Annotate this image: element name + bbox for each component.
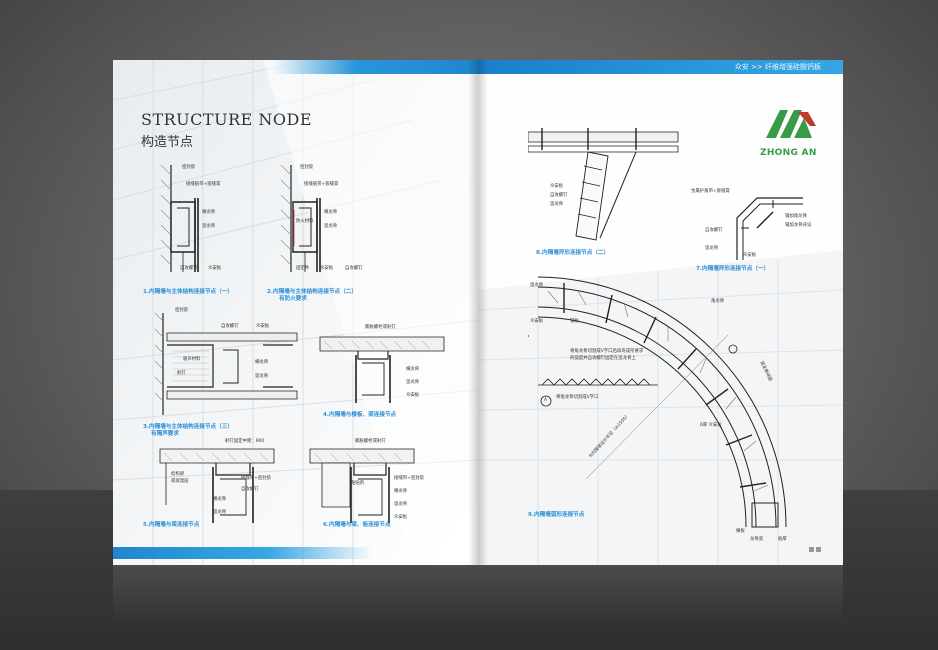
bottom-accent-band xyxy=(113,547,373,559)
diagram-9-drawing xyxy=(528,265,803,540)
diagram-5-drawing xyxy=(158,445,278,525)
diagram-6-label: 竖龙骨 xyxy=(394,502,408,507)
diagram-5-label: 射钉固定中距：900 xyxy=(225,439,265,444)
diagram-9-label: 众安板 xyxy=(530,319,544,324)
diagram-6-caption: 6.内隔墙与梁、板连接节点 xyxy=(323,522,391,528)
diagram-3-caption: 3.内隔墙与主体结构连接节点（三） xyxy=(143,424,233,430)
diagram-3-label: 横龙骨 xyxy=(255,360,269,365)
logo-text: ZHONG AN xyxy=(760,148,817,158)
diagram-6-label: 膨胀螺栓或射钉 xyxy=(355,439,386,444)
diagram-5-label: 竖龙骨 xyxy=(213,510,227,515)
diagram-6-label: 粘贴剂 xyxy=(351,481,365,486)
diagram-9-label: 6厚 众安板 xyxy=(700,423,722,428)
diagram-9-label: 竖龙骨 xyxy=(530,283,544,288)
diagram-8-label: 自攻螺钉 xyxy=(550,193,568,198)
diagram-2-label: 横龙骨 xyxy=(324,210,338,215)
diagram-4-label: 膨胀螺栓或射钉 xyxy=(365,325,396,330)
diagram-1-label: 众安板 xyxy=(208,266,222,271)
brochure-spine xyxy=(468,60,488,565)
page-number xyxy=(807,547,821,554)
diagram-6-label: 众安板 xyxy=(394,515,408,520)
header-breadcrumb: 众安 >> 纤维增强硅酸钙板 xyxy=(734,63,821,71)
right-page: 众安 >> 纤维增强硅酸钙板 ZHONG AN 众安板 自攻螺钉 竖龙骨 8.内… xyxy=(478,60,843,565)
diagram-6-label: 接缝带+密封胶 xyxy=(394,476,425,481)
diagram-2-label: 密封胶 xyxy=(300,165,314,170)
diagram-3-label: 竖龙骨 xyxy=(255,374,269,379)
diagram-3-label: 吸声材料 xyxy=(183,357,201,362)
diagram-3-caption-sub: 有隔声要求 xyxy=(151,431,179,437)
diagram-2-label: 接缝纸带+嵌缝膏 xyxy=(304,182,339,187)
diagram-9-label: 角龙骨 xyxy=(711,299,725,304)
diagram-1-caption: 1.内隔墙与主体结构连接节点（一） xyxy=(143,289,233,295)
diagram-1-label: 横龙骨 xyxy=(202,210,216,215)
diagram-9-label: 横板 xyxy=(736,529,745,534)
page-title-en: STRUCTURE NODE xyxy=(141,110,312,129)
diagram-9-caption: 9.内隔墙弧形连接节点 xyxy=(528,512,585,518)
diagram-7-drawing xyxy=(733,188,808,263)
diagram-8-drawing xyxy=(528,128,688,246)
diagram-5-label: 或保温层 xyxy=(171,479,189,484)
diagram-7-caption: 7.内隔墙异形连接节点（一） xyxy=(696,266,770,272)
diagram-1-label: 自攻螺钉 xyxy=(180,266,198,271)
diagram-2-caption: 2.内隔墙与主体结构连接节点（二） xyxy=(267,289,357,295)
diagram-7-label: 金属护角带+嵌缝膏 xyxy=(691,189,730,194)
page-marker-icon xyxy=(809,547,814,552)
left-page: STRUCTURE NODE 构造节点 密封胶 接缝纸带+嵌缝膏 横龙骨 竖龙骨… xyxy=(113,60,478,565)
diagram-6-label: 横龙骨 xyxy=(394,489,408,494)
diagram-5-label: 横龙骨 xyxy=(213,497,227,502)
diagram-3-label: 众安板 xyxy=(256,324,270,329)
diagram-4-caption: 4.内隔墙与楼板、梁连接节点 xyxy=(323,412,397,418)
diagram-8-label: 竖龙骨 xyxy=(550,202,564,207)
diagram-1-label: 密封胶 xyxy=(182,165,196,170)
diagram-9-label: 将角龙骨切割成V字口后再弯成所要求 xyxy=(570,349,644,354)
diagram-2-label: 众安板 xyxy=(320,266,334,271)
diagram-3-label: 射钉 xyxy=(177,371,186,376)
diagram-4-drawing xyxy=(318,335,448,405)
diagram-6-drawing xyxy=(308,445,418,525)
diagram-8-label: 众安板 xyxy=(550,184,564,189)
diagram-7-label: 自攻螺钉 xyxy=(705,228,723,233)
diagram-8-caption: 8.内隔墙异形连接节点（二） xyxy=(536,250,610,256)
diagram-4-label: 横龙骨 xyxy=(406,367,420,372)
diagram-7-label: 辅加角龙骨 xyxy=(785,214,807,219)
diagram-7-label: 竖龙骨 xyxy=(705,246,719,251)
diagram-9-label: 辅板 xyxy=(570,319,579,324)
diagram-3-label: 自攻螺钉 xyxy=(221,324,239,329)
top-accent-band xyxy=(273,60,478,74)
diagram-4-label: 竖龙骨 xyxy=(406,380,420,385)
diagram-3-drawing xyxy=(153,305,313,420)
diagram-2-label: 自攻螺钉 xyxy=(345,266,363,271)
warehouse-background xyxy=(113,60,478,565)
diagram-9-label: 的弧度并自攻螺钉固定在竖龙骨上 xyxy=(570,356,636,361)
diagram-9-label: 龙骨宽 xyxy=(750,537,764,542)
diagram-9-label: 将角龙骨切割成V字口 xyxy=(556,395,599,400)
diagram-9-label: 板厚 xyxy=(778,537,787,542)
top-header-band xyxy=(478,60,843,74)
diagram-2-label: 竖龙骨 xyxy=(324,224,338,229)
diagram-2-label: 固定件 xyxy=(296,266,310,271)
diagram-5-label: 自攻螺钉 xyxy=(241,487,259,492)
diagram-5-caption: 5.内隔墙与梁连接节点 xyxy=(143,522,200,528)
diagram-1-drawing xyxy=(153,160,248,280)
diagram-9-label: A xyxy=(544,398,548,403)
diagram-1-label: 竖龙骨 xyxy=(202,224,216,229)
page-marker-icon xyxy=(816,547,821,552)
diagram-1-label: 接缝纸带+嵌缝膏 xyxy=(186,182,221,187)
diagram-2-label: 防火材料 xyxy=(296,219,314,224)
diagram-3-label: 密封胶 xyxy=(175,308,189,313)
diagram-5-label: 接缝带+密封胶 xyxy=(241,476,272,481)
page-title-cn: 构造节点 xyxy=(141,135,194,150)
diagram-5-label: 结构梁 xyxy=(171,472,185,477)
diagram-2-drawing xyxy=(273,160,368,280)
diagram-2-caption-sub: 有防火要求 xyxy=(279,296,307,302)
brochure-reflection xyxy=(113,565,843,625)
diagram-7-label: 辅加龙骨背设 xyxy=(785,223,812,228)
zhongan-logo xyxy=(766,110,816,138)
diagram-7-label: 众安板 xyxy=(743,253,757,258)
diagram-4-label: 众安板 xyxy=(406,393,420,398)
